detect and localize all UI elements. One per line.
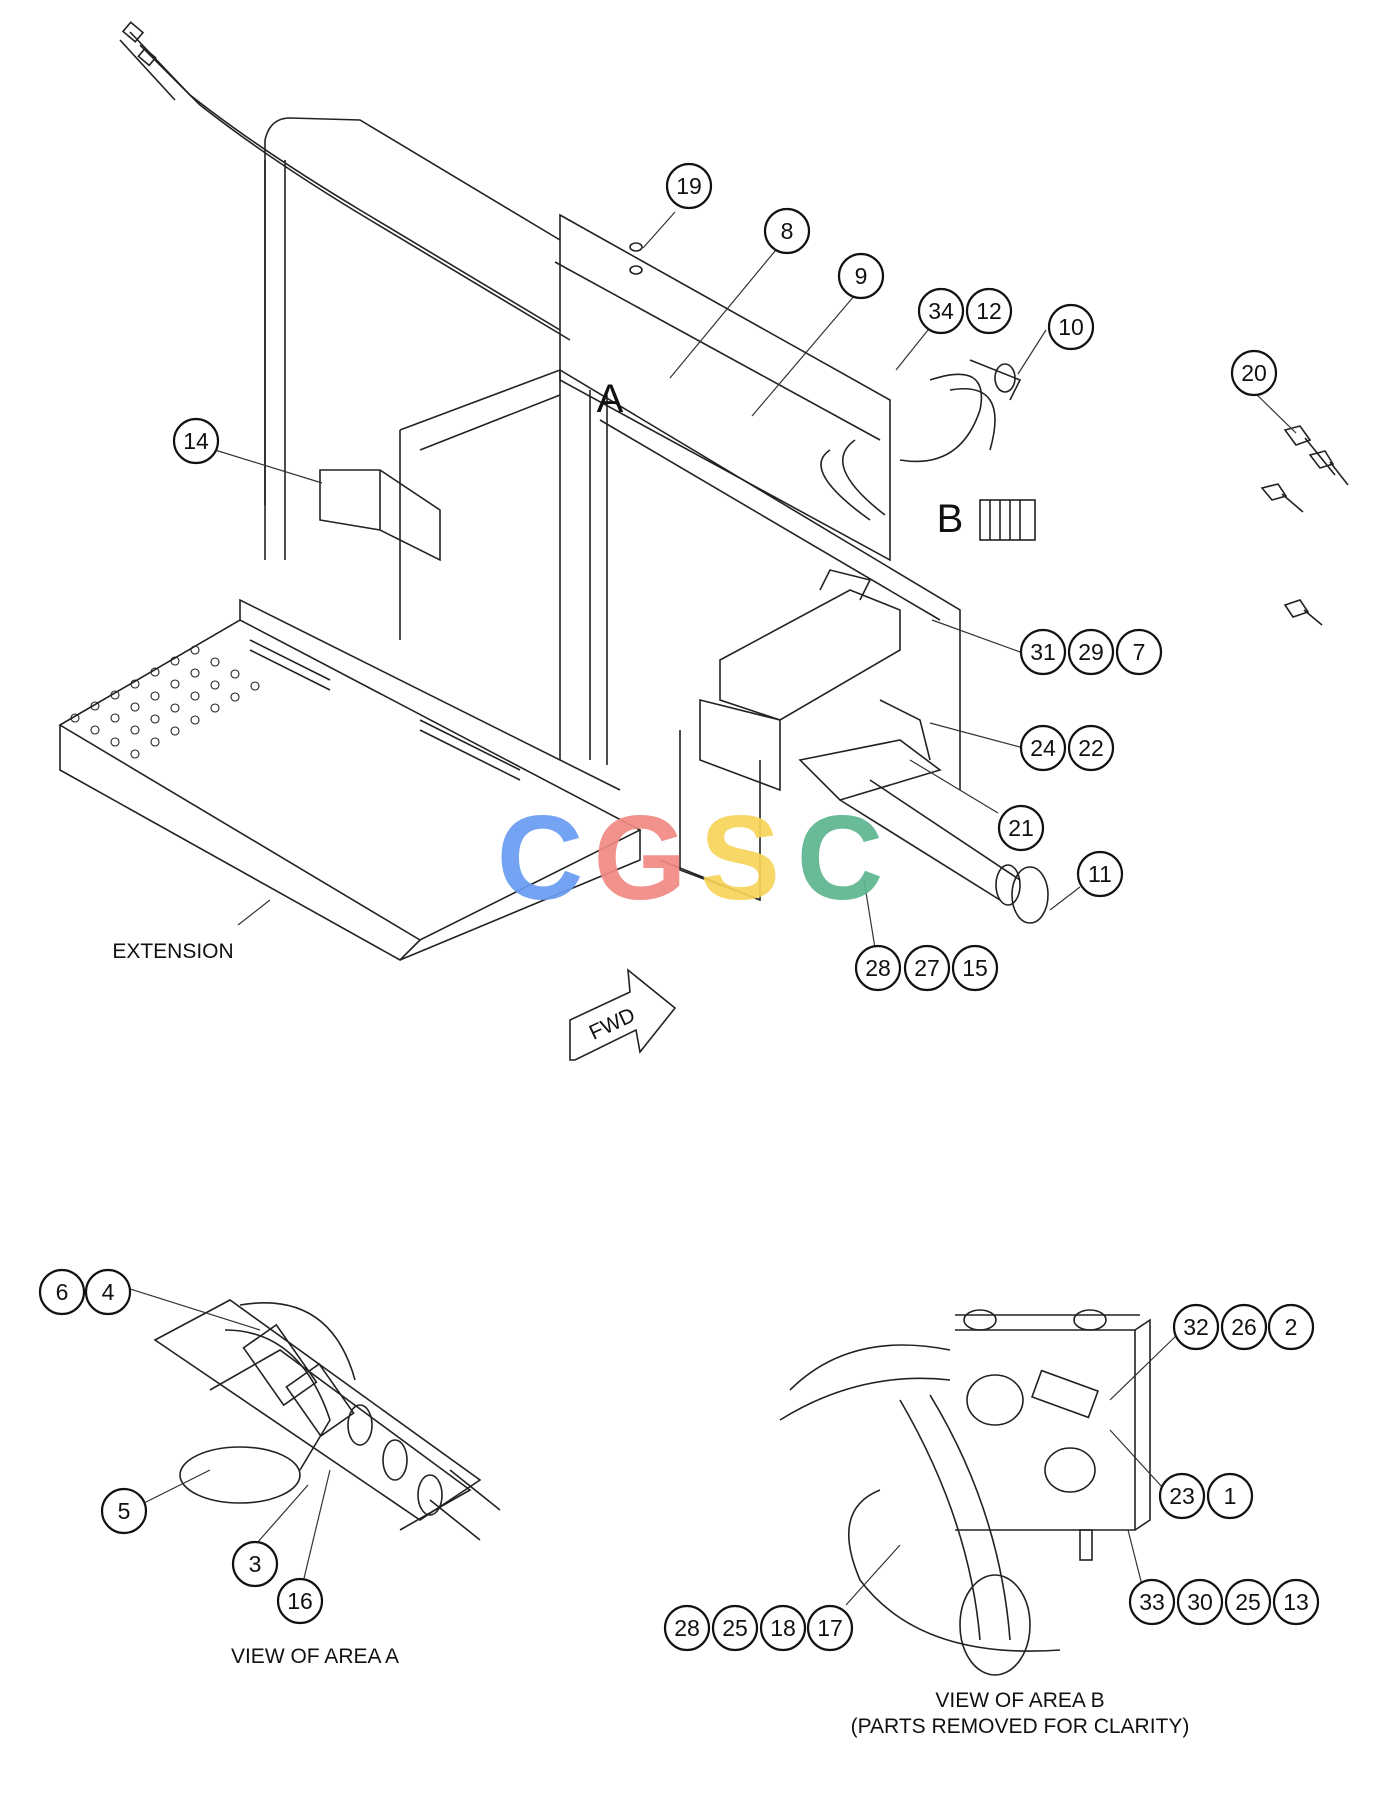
svg-text:17: 17 bbox=[817, 1615, 843, 1641]
svg-text:28: 28 bbox=[865, 955, 891, 981]
svg-text:13: 13 bbox=[1283, 1589, 1309, 1615]
svg-text:10: 10 bbox=[1058, 314, 1084, 340]
callout-14: 14 bbox=[172, 417, 220, 465]
svg-text:25: 25 bbox=[722, 1615, 748, 1641]
svg-text:31: 31 bbox=[1030, 639, 1056, 665]
watermark-letter: S bbox=[700, 791, 780, 925]
svg-text:16: 16 bbox=[287, 1588, 313, 1614]
callout-b-26: 26 bbox=[1220, 1303, 1268, 1351]
area-b-leader-lines bbox=[845, 1333, 1179, 1606]
svg-text:6: 6 bbox=[56, 1279, 69, 1305]
view-a-caption: VIEW OF AREA A bbox=[231, 1645, 399, 1668]
callout-19: 19 bbox=[665, 162, 713, 210]
callout-a-3: 3 bbox=[231, 1540, 279, 1588]
callout-b-13: 13 bbox=[1272, 1578, 1320, 1626]
svg-text:29: 29 bbox=[1078, 639, 1104, 665]
loose-bolts bbox=[1260, 425, 1349, 626]
svg-text:11: 11 bbox=[1088, 861, 1112, 887]
svg-text:9: 9 bbox=[855, 263, 868, 289]
area-a-marker: A bbox=[597, 377, 624, 421]
main-assembly-illustration: FWD bbox=[58, 21, 1349, 1061]
svg-text:21: 21 bbox=[1008, 815, 1034, 841]
callout-28: 28 bbox=[854, 944, 902, 992]
svg-text:19: 19 bbox=[676, 173, 702, 199]
svg-text:14: 14 bbox=[183, 428, 209, 454]
svg-text:7: 7 bbox=[1133, 639, 1146, 665]
svg-text:26: 26 bbox=[1231, 1314, 1257, 1340]
svg-text:24: 24 bbox=[1030, 735, 1056, 761]
watermark-letter: C bbox=[497, 791, 584, 925]
watermark-logo: C G S C bbox=[497, 791, 884, 925]
view-b-caption-line2: (PARTS REMOVED FOR CLARITY) bbox=[851, 1715, 1190, 1738]
svg-text:5: 5 bbox=[118, 1498, 131, 1524]
callout-a-5: 5 bbox=[100, 1487, 148, 1535]
callout-20: 20 bbox=[1230, 349, 1278, 397]
area-a-leader-lines bbox=[123, 1286, 331, 1596]
callout-b-28: 28 bbox=[663, 1604, 711, 1652]
callout-7: 7 bbox=[1115, 628, 1163, 676]
svg-text:25: 25 bbox=[1235, 1589, 1261, 1615]
area-b-marker: B bbox=[937, 497, 964, 541]
callout-b-30: 30 bbox=[1176, 1578, 1224, 1626]
svg-text:28: 28 bbox=[674, 1615, 700, 1641]
callout-b-1: 1 bbox=[1206, 1472, 1254, 1520]
callout-b-25: 25 bbox=[1224, 1578, 1272, 1626]
watermark-letter: C bbox=[797, 791, 884, 925]
svg-text:20: 20 bbox=[1241, 360, 1267, 386]
svg-text:30: 30 bbox=[1187, 1589, 1213, 1615]
callout-15: 15 bbox=[951, 944, 999, 992]
callout-34: 34 bbox=[917, 287, 965, 335]
callout-12: 12 bbox=[965, 287, 1013, 335]
svg-text:18: 18 bbox=[770, 1615, 796, 1641]
svg-text:1: 1 bbox=[1224, 1483, 1237, 1509]
callout-b-32: 32 bbox=[1172, 1303, 1220, 1351]
callout-21: 21 bbox=[997, 804, 1045, 852]
watermark-letter: G bbox=[593, 791, 686, 925]
main-leader-lines bbox=[214, 211, 1297, 949]
callout-b-25b: 25 bbox=[711, 1604, 759, 1652]
area-a-detail-illustration bbox=[153, 1299, 501, 1541]
svg-text:32: 32 bbox=[1183, 1314, 1209, 1340]
callout-a-6: 6 bbox=[38, 1268, 86, 1316]
callout-b-2: 2 bbox=[1267, 1303, 1315, 1351]
callout-24: 24 bbox=[1019, 724, 1067, 772]
svg-text:23: 23 bbox=[1169, 1483, 1195, 1509]
callout-27: 27 bbox=[903, 944, 951, 992]
callout-8: 8 bbox=[763, 207, 811, 255]
svg-text:3: 3 bbox=[249, 1551, 262, 1577]
callout-29: 29 bbox=[1067, 628, 1115, 676]
callout-a-4: 4 bbox=[84, 1268, 132, 1316]
svg-text:27: 27 bbox=[914, 955, 940, 981]
callout-11: 11 bbox=[1076, 850, 1124, 898]
callout-b-33: 33 bbox=[1128, 1578, 1176, 1626]
callout-b-23: 23 bbox=[1158, 1472, 1206, 1520]
svg-text:22: 22 bbox=[1078, 735, 1104, 761]
callout-31: 31 bbox=[1019, 628, 1067, 676]
callout-10: 10 bbox=[1047, 303, 1095, 351]
area-b-detail-illustration bbox=[779, 1309, 1151, 1676]
svg-text:15: 15 bbox=[962, 955, 988, 981]
fwd-arrow: FWD bbox=[569, 968, 677, 1061]
callout-a-16: 16 bbox=[276, 1577, 324, 1625]
svg-text:12: 12 bbox=[976, 298, 1002, 324]
svg-text:2: 2 bbox=[1285, 1314, 1298, 1340]
callout-22: 22 bbox=[1067, 724, 1115, 772]
callout-b-18: 18 bbox=[759, 1604, 807, 1652]
extension-label: EXTENSION bbox=[112, 940, 233, 963]
svg-text:8: 8 bbox=[781, 218, 794, 244]
callout-b-17: 17 bbox=[806, 1604, 854, 1652]
svg-text:34: 34 bbox=[928, 298, 954, 324]
view-b-caption-line1: VIEW OF AREA B bbox=[935, 1689, 1104, 1712]
callout-9: 9 bbox=[837, 252, 885, 300]
platform-holes bbox=[70, 645, 260, 759]
svg-text:4: 4 bbox=[102, 1279, 115, 1305]
svg-text:33: 33 bbox=[1139, 1589, 1165, 1615]
